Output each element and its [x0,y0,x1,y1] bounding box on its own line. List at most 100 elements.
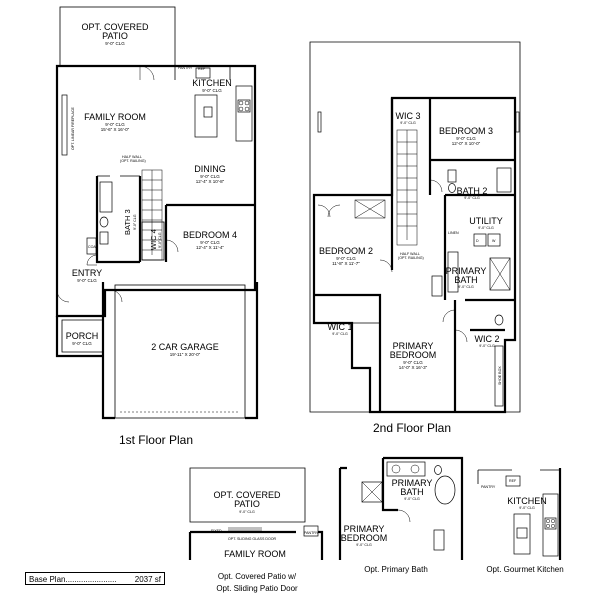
kitchen-clg: 9'-0" CLG [202,88,222,93]
opt-kitchen-range [544,517,557,530]
porch-label: PORCH [66,331,99,341]
fireplace-label: OPT. LINEAR FIREPLACE [71,106,75,150]
opt-kitchen-sink [516,527,528,539]
primary-bath-clg: 9'-0" CLG [458,285,474,289]
dryer [473,233,487,247]
fireplace [61,94,68,156]
porch-wall [55,316,103,358]
family-room-size: 15'-6" X 16'-0" [101,127,130,132]
first-floor-title: 1st Floor Plan [119,433,193,447]
linen-label: LINEN [448,231,459,235]
opt-bath-toilet [434,465,442,475]
ref-label: REF [198,67,206,71]
dining-label: DINING [194,164,226,174]
wic2-label: WIC 2 [474,334,499,344]
opt-bath-inner [381,458,398,512]
bath2-sink [447,169,457,183]
bed2-closet-doors [317,204,341,218]
wic2-door [454,329,468,343]
second-floor-plan: WIC 3 9'-0" CLG BEDROOM 3 9'-0" CLG 12'-… [309,41,521,435]
opt-bath-caption: Opt. Primary Bath [364,565,428,574]
plan-info-label: Base Plan....................... [29,575,117,584]
opt-patio-caption-1: Opt. Covered Patio w/ [218,572,297,581]
front-door [56,289,70,303]
bedroom3-size: 12'-0" X 10'-0" [452,141,481,146]
bedroom2-label: BEDROOM 2 [319,246,373,256]
primary-bath-door [442,309,456,323]
primary-bedroom-label-1: PRIMARY [393,341,434,351]
opt-bed-label-1: PRIMARY [344,524,385,534]
wic3-bed3-walls [390,98,515,270]
bed3-door [429,179,443,193]
opt-bath-linen [433,529,445,551]
bath2-utility-walls [443,193,515,302]
patio-door [139,65,155,81]
primary-bath-label-2: BATH [454,275,477,285]
half-wall2-label-2: (OPT. RAILING) [398,256,424,260]
second-floor-exterior-wall [312,96,517,414]
bath3-tub [99,181,113,213]
opt-bed-label-2: BEDROOM [341,533,388,543]
garage-label: 2 CAR GARAGE [151,342,219,352]
primary-bedroom-size: 14'-0" X 16'-3" [399,365,428,370]
family-room-label: FAMILY ROOM [84,112,146,122]
patio-label-1: OPT. COVERED [81,22,149,32]
opt-ref-box [505,475,521,487]
first-floor-exterior-wall [55,64,257,318]
opt-patio-label-2: PATIO [234,499,260,509]
opt-pantry-box [303,525,319,537]
wic1-clg: 9'-0" CLG [332,332,348,336]
garage-floor [114,284,246,419]
opt-fixed-label: FIXED [211,529,222,533]
linen-closet [431,275,443,297]
option-gourmet-kitchen: PANTRY REF KITCHEN 9'-0" CLG Opt. Gourme… [477,468,564,574]
wic2-clg: 9'-0" CLG [479,344,495,348]
opt-door-label: OPT. SLIDING GLASS DOOR [228,537,277,541]
bath2-label: BATH 2 [457,186,488,196]
kitchen-label: KITCHEN [192,78,232,88]
opt-kitchen-top [477,469,560,484]
half-wall-label-1: HALF WALL [122,155,142,159]
option-covered-patio: OPT. COVERED PATIO 9'-0" CLG FIXED OPT. … [188,467,324,593]
plan-info-area: 2037 sf [134,575,161,584]
entry-label: ENTRY [72,268,102,278]
coat-door [86,254,98,266]
opt-kitchen-caption: Opt. Gourmet Kitchen [486,565,563,574]
bedroom4-door [165,239,179,253]
coat-label: COAT [88,245,99,249]
primary-toilet [494,314,504,326]
bedroom2-size: 11'-8" X 11'-7" [332,261,360,266]
opt-kitchen-label: KITCHEN [507,496,547,506]
dining-clg: 9'-0" CLG [200,174,220,179]
dining-size: 12'-4" X 10'-8" [196,179,225,184]
bedroom4-wall [164,203,255,262]
opt-bath-clg: 9'-0" CLG [404,497,420,501]
bedroom4-clg: 9'-0" CLG [200,240,220,245]
wic4-clg: 9'-0" CLG [158,232,162,248]
utility-clg: 9'-0" CLG [478,226,494,230]
shoe-box-label: SHOE BOX [498,366,502,385]
bath-stair-walls [95,176,142,264]
kitchen-range [237,99,251,113]
bath2-clg: 9'-0" CLG [464,196,480,200]
half-wall-label-2: (OPT. RAILING) [120,159,146,163]
coat-closet [86,237,97,255]
washer-label: W [492,239,496,243]
second-floor-title: 2nd Floor Plan [373,421,451,435]
wic1-label: WIC 1 [327,322,352,332]
bath3-label: BATH 3 [123,209,132,235]
bedroom4-label: BEDROOM 4 [183,230,237,240]
garage-wall [101,282,259,420]
primary-bedroom-label-2: BEDROOM [390,350,437,360]
opt-bath-vanity [386,461,426,477]
opt-bath-tub [434,475,456,505]
opt-pantry-label: PANTRY [304,531,319,535]
first-floor-plan: OPT. COVERED PATIO 9'-0" CLG PANTRY REF … [55,6,259,447]
opt-bath-door [397,509,411,523]
bath2-toilet [448,183,456,193]
primary-walls [453,300,505,412]
opt-family-room-label: FAMILY ROOM [224,549,286,559]
primary-vanity [447,251,459,293]
bath3-toilet [99,216,109,228]
opt-kitchen-clg: 9'-0" CLG [519,506,535,510]
